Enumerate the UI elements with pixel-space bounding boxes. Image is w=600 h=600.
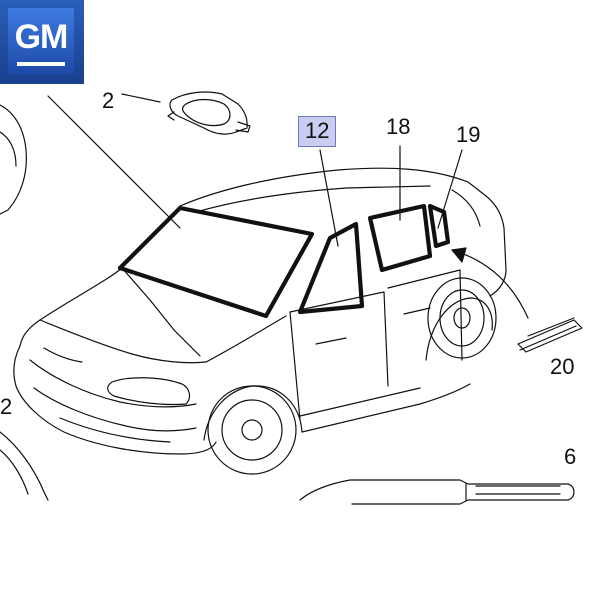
left-partial-part-bottom xyxy=(0,431,49,501)
car-body xyxy=(13,167,507,475)
trim-strip-part xyxy=(299,479,575,505)
mirror-base-part xyxy=(167,91,251,135)
windshield-outline xyxy=(117,205,315,319)
callout-18: 18 xyxy=(386,114,411,139)
front-door-glass xyxy=(297,221,365,315)
gm-logo-underline xyxy=(17,62,65,66)
highlighted-glass xyxy=(117,203,451,319)
leader-line-12 xyxy=(319,149,339,247)
leader-line-19 xyxy=(437,149,463,229)
callout-2-left: 2 xyxy=(0,394,13,419)
callout-2-top: 2 xyxy=(102,88,115,113)
gm-logo: GM xyxy=(0,0,84,84)
arrow-20-head xyxy=(451,247,467,263)
callout-6: 6 xyxy=(564,444,577,469)
rear-door-glass xyxy=(367,203,433,273)
gm-logo-text: GM xyxy=(14,18,69,56)
quarter-glass xyxy=(427,203,451,249)
callout-12-highlighted: 12 xyxy=(298,116,337,147)
seal-strip-part xyxy=(517,317,583,353)
left-partial-part-top xyxy=(0,104,27,215)
callout-20: 20 xyxy=(550,354,575,379)
leader-line-windshield xyxy=(47,95,181,229)
callout-19: 19 xyxy=(456,122,481,147)
